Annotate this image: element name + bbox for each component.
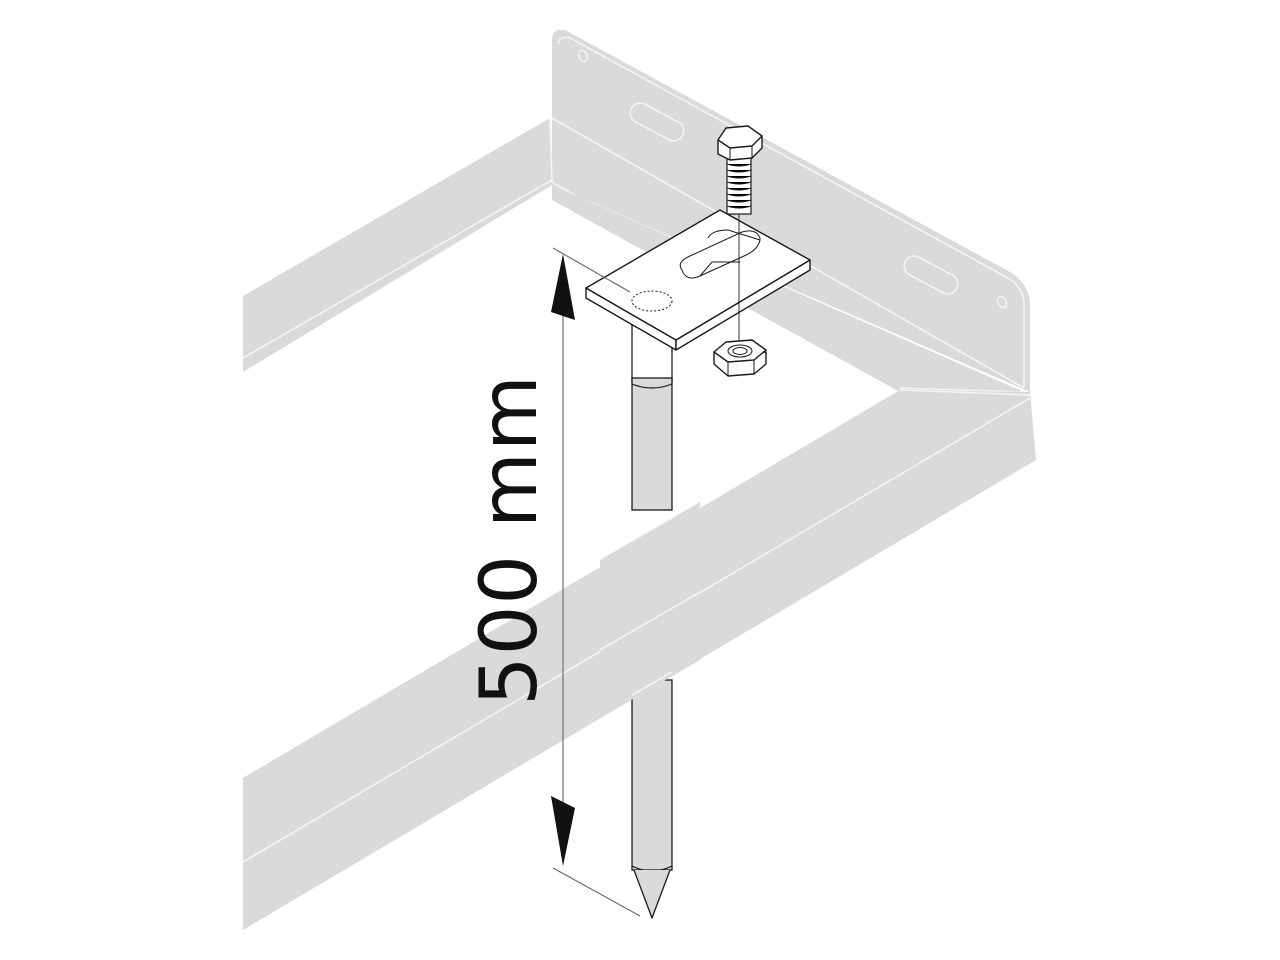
dimension-500mm	[551, 247, 641, 917]
dimension-label: 500 mm	[465, 374, 555, 706]
frame-front-bar-overlap	[599, 502, 701, 718]
arrow-down-icon	[551, 796, 575, 866]
frame-back-ledge	[552, 185, 1025, 393]
hex-bolt	[717, 125, 763, 350]
hex-nut	[713, 339, 767, 377]
arrow-up-icon	[551, 254, 575, 320]
frame-back-flange	[551, 29, 1030, 392]
mounting-plate	[585, 209, 811, 351]
frame-left-rail	[242, 117, 601, 372]
